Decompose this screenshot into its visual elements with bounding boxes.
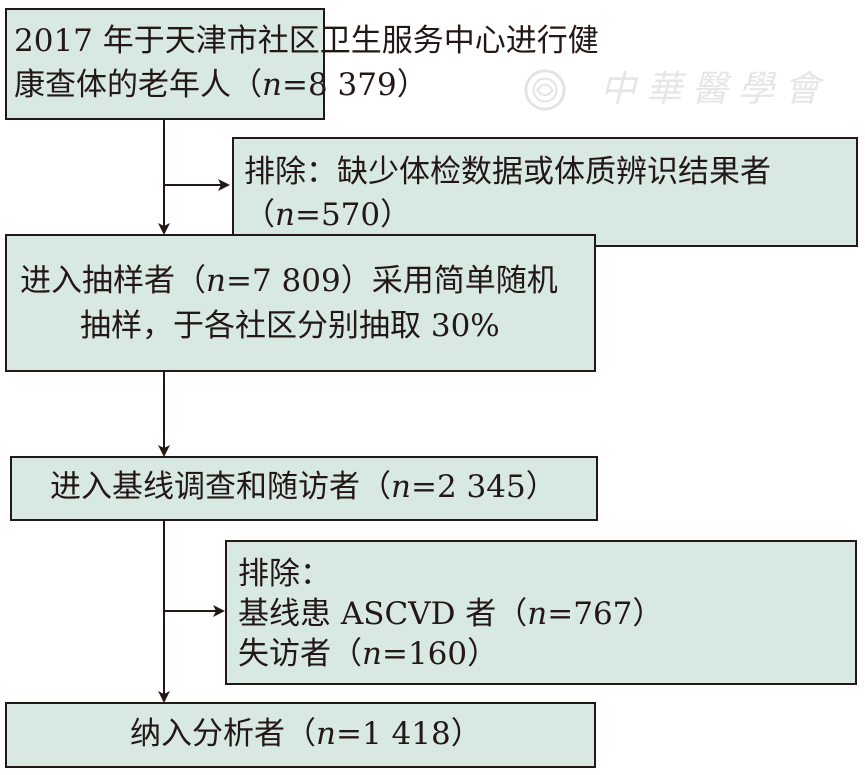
exclusion-box-2 [225, 540, 857, 685]
exclusion-box-1-line2: （n=570） [244, 197, 412, 233]
node-initial-population [5, 8, 325, 120]
node-sampling-line1: 进入抽样者（n=7 809）采用简单随机 [20, 263, 558, 299]
exclusion-box-2-line2: 基线患 ASCVD 者（n=767） [238, 596, 664, 632]
exclusion-box-2-line3: 失访者（n=160） [238, 636, 499, 672]
node-sampling-line2: 抽样，于各社区分别抽取 30% [80, 308, 500, 344]
society-seal-icon [524, 69, 566, 111]
exclusion-box-1-line1: 排除：缺少体检数据或体质辨识结果者 [244, 154, 771, 190]
node-analysis [5, 702, 596, 768]
node-analysis-text: 纳入分析者（n=1 418） [130, 716, 482, 752]
node-initial-population-line2: 康查体的老年人（n=8 379） [14, 67, 428, 103]
node-initial-population-line1: 2017 年于天津市社区卫生服务中心进行健 [14, 23, 599, 59]
exclusion-box-2-line1: 排除： [238, 556, 331, 592]
node-sampling [5, 234, 596, 372]
node-baseline-followup [10, 456, 598, 521]
exclusion-box-1 [232, 137, 858, 247]
node-baseline-followup-text: 进入基线调查和随访者（n=2 345） [50, 469, 557, 505]
watermark-text: 中華醫學會 [600, 69, 831, 110]
